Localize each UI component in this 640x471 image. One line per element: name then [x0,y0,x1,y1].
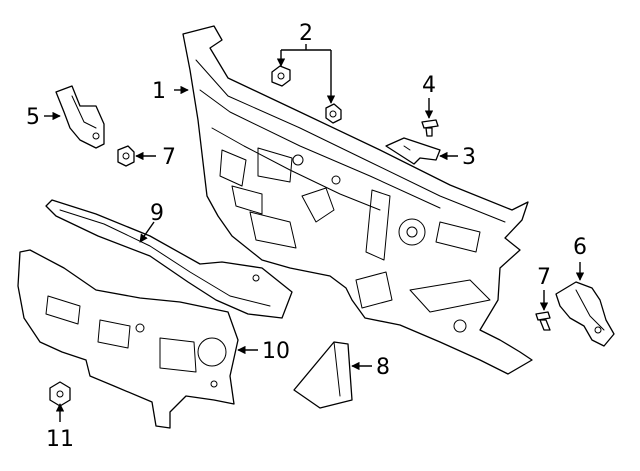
nut-part-2a [271,65,291,87]
callout-5: 5 [26,105,40,130]
callout-11: 11 [46,427,74,452]
wedge-part-8 [293,341,353,409]
insulator-part-9 [45,199,293,319]
callout-7-right: 7 [537,265,551,290]
insulator-part-10 [17,249,239,429]
clip-part-11 [49,381,71,407]
leader-lines [44,44,585,422]
nut-part-2b [325,103,342,124]
callout-4: 4 [422,73,436,98]
callout-9: 9 [150,201,164,226]
push-pin-part-4 [421,119,439,137]
callout-2: 2 [299,21,313,46]
callout-8: 8 [376,355,390,380]
bolt-part-7a [117,145,135,167]
bolt-part-7b [535,311,551,331]
callout-7-left: 7 [162,145,176,170]
callout-10: 10 [262,339,290,364]
leader-9 [139,221,155,243]
bracket-part-3 [385,137,441,165]
callout-1: 1 [152,79,166,104]
bracket-part-6 [555,281,615,347]
dash-panel-part-1 [182,25,533,375]
callouts: 1 2 3 4 5 6 7 7 8 9 10 11 [26,21,587,452]
callout-3: 3 [462,145,476,170]
callout-6: 6 [573,235,587,260]
bracket-part-5 [55,85,105,149]
